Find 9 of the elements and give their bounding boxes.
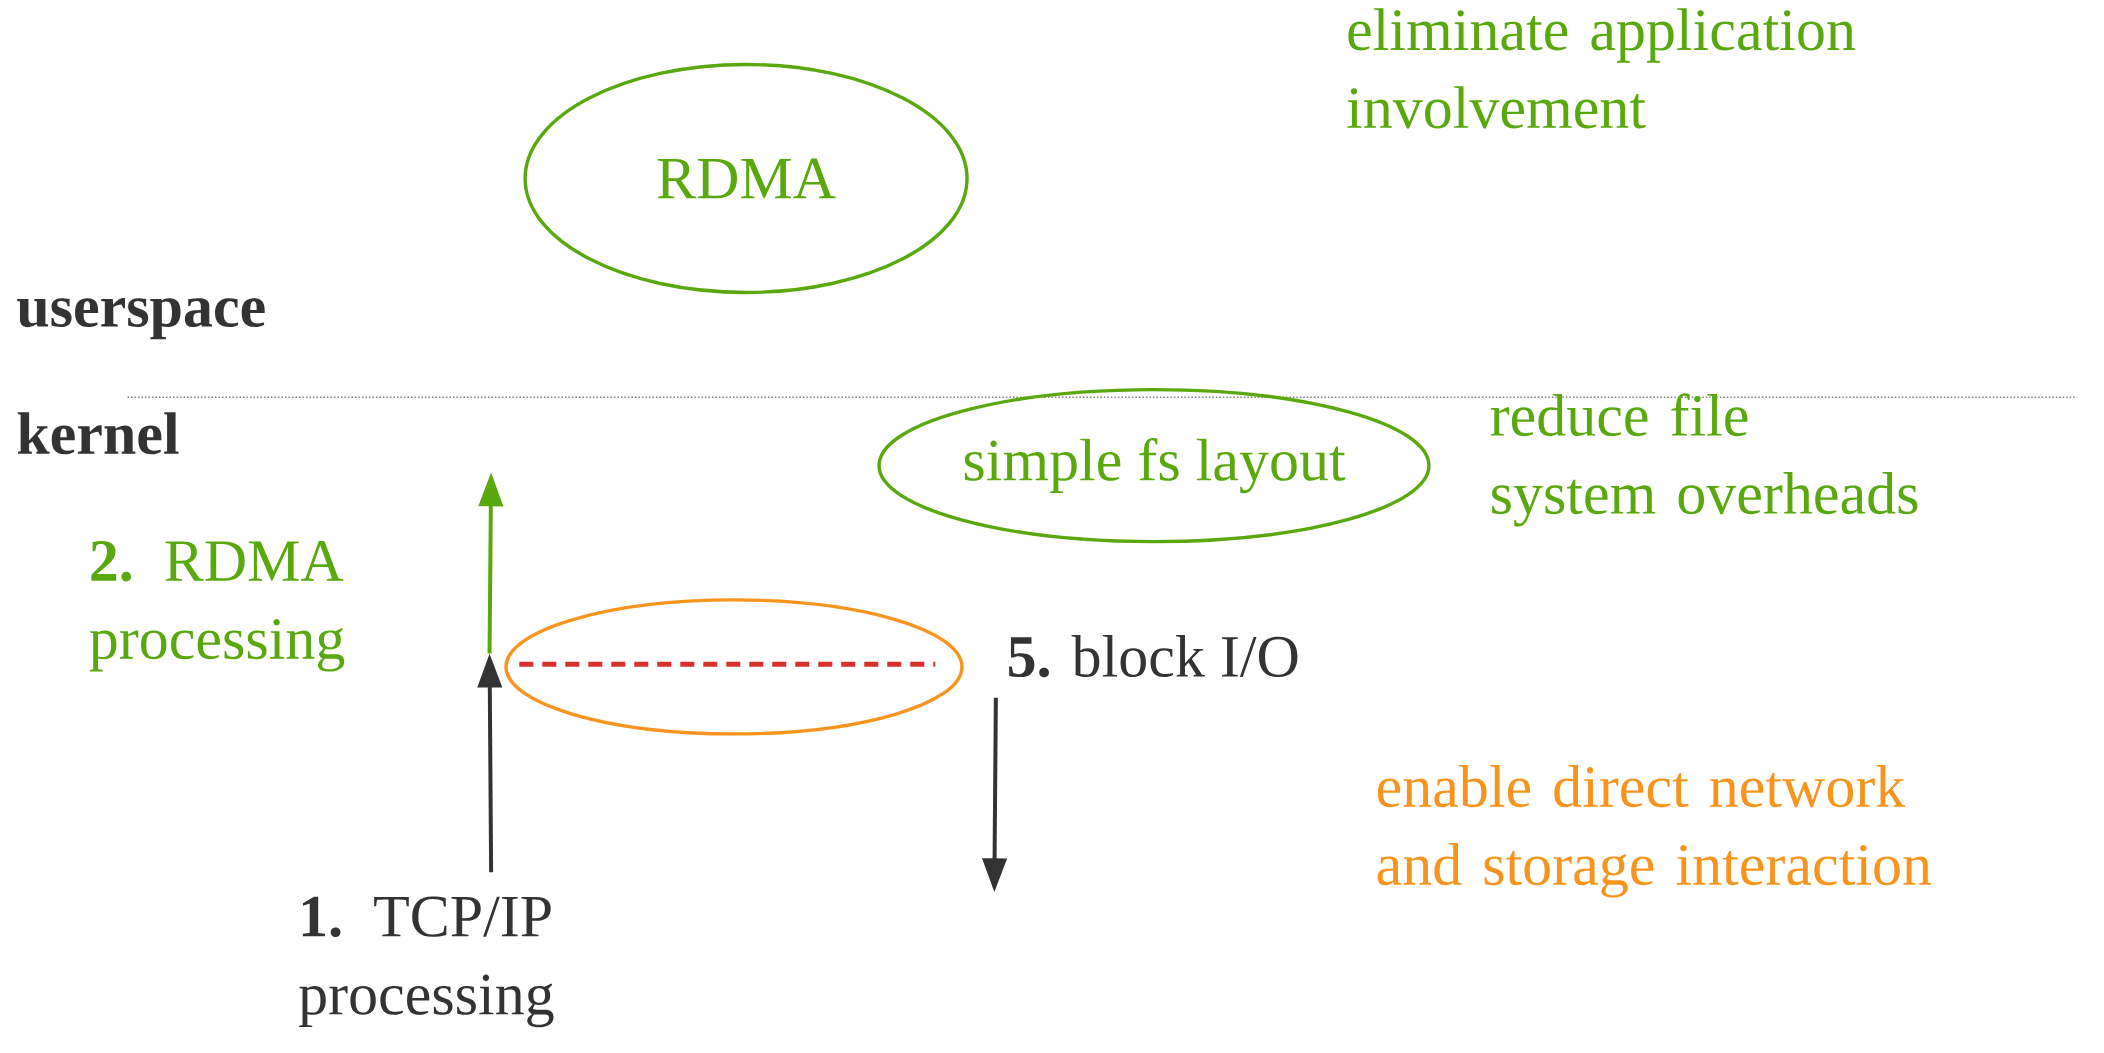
annotation-text: eliminate application involvement — [1347, 8, 1856, 129]
step-label: 5. block I/O — [1009, 634, 1298, 678]
step-label: 1. TCP/IP processing — [299, 896, 554, 1028]
step-label: 2. RDMA processing — [89, 540, 345, 672]
annotation-text: reduce file system overheads — [1490, 393, 1918, 527]
layer-label: kernel — [17, 412, 179, 455]
layer-label: userspace — [17, 297, 265, 340]
annotation-text: enable direct network and storage interaction — [1377, 764, 1932, 898]
ellipse — [504, 598, 964, 736]
